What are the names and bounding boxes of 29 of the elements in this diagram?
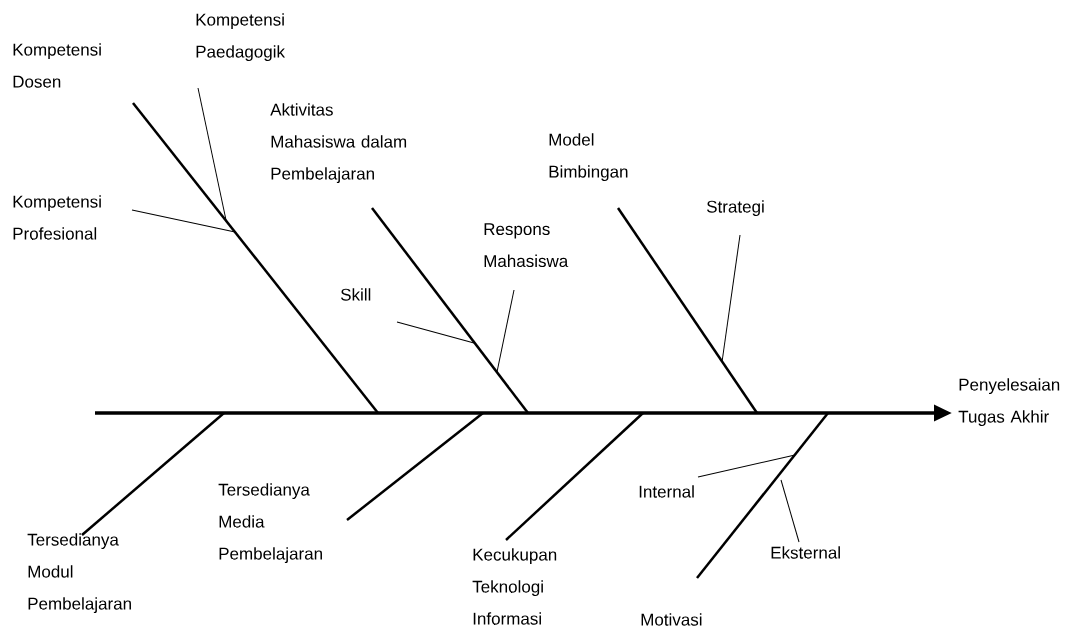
cause-label: Kompetensi Dosen [13,43,101,88]
cause-label: Tersedianya Media Pembelajaran [218,483,322,564]
bone-line [346,412,484,521]
branch-line [780,479,800,543]
cause-label: Skill [340,288,371,301]
branch-line [197,87,227,221]
bone-line [81,412,225,536]
branch-line [131,209,236,233]
bone-line [132,102,379,414]
cause-label: Eksternal [771,546,840,559]
branch-line [496,289,515,373]
cause-label: Kecukupan Teknologi Informasi [472,548,557,625]
bone-line [505,412,644,541]
branch-line [697,454,796,478]
cause-label: Kompetensi Paedagogik [196,13,285,62]
cause-label: Kompetensi Profesional [13,195,101,240]
cause-label: Strategi [707,200,764,217]
cause-label: Model Bimbingan [549,133,628,182]
cause-label: Tersedianya Modul Pembelajaran [27,533,131,614]
branch-line [721,234,741,363]
cause-label: Motivasi [641,613,702,626]
cause-label: Internal [639,485,694,498]
effect-label: Penyelesaian Tugas Akhir [958,378,1060,427]
branch-line [396,321,475,344]
bone-line [696,412,829,579]
bone-line [616,207,759,414]
cause-label: Respons Mahasiswa [484,223,569,268]
bone-line [371,207,529,414]
cause-label: Aktivitas Mahasiswa dalam Pembelajaran [270,103,407,184]
